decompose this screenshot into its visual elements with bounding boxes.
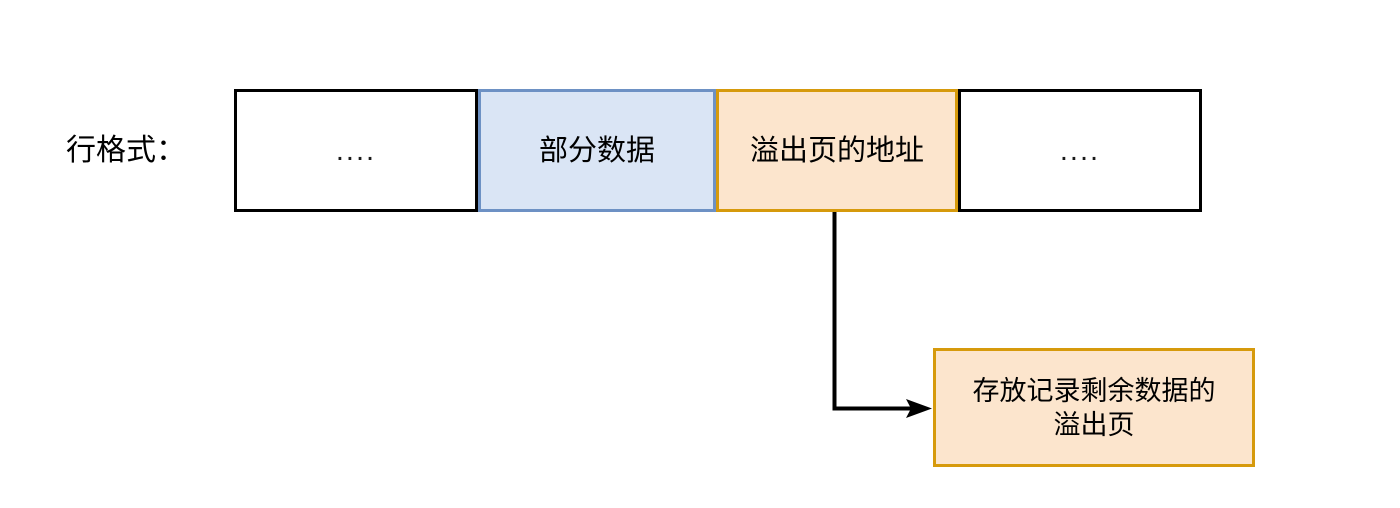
connector-arrowhead <box>906 399 932 418</box>
segment-overflow-page-address-label: 溢出页的地址 <box>749 134 924 167</box>
overflow-page-line-2: 溢出页 <box>1053 409 1135 440</box>
segment-trailing-ellipsis-label: .... <box>1059 134 1101 167</box>
segment-partial-data-label: 部分数据 <box>538 134 655 167</box>
segment-overflow-page-address: 溢出页的地址 <box>716 89 958 212</box>
segment-trailing-ellipsis: .... <box>958 89 1202 212</box>
connector-line <box>832 212 915 411</box>
overflow-page-box: 存放记录剩余数据的 溢出页 <box>933 348 1255 467</box>
row-format-label: 行格式： <box>66 134 186 167</box>
segment-leading-ellipsis: .... <box>234 89 478 212</box>
row-format-container: .... 部分数据 溢出页的地址 .... <box>234 89 1202 212</box>
overflow-page-line-1: 存放记录剩余数据的 <box>972 375 1216 406</box>
segment-partial-data: 部分数据 <box>478 89 716 212</box>
segment-leading-ellipsis-label: .... <box>335 134 377 167</box>
